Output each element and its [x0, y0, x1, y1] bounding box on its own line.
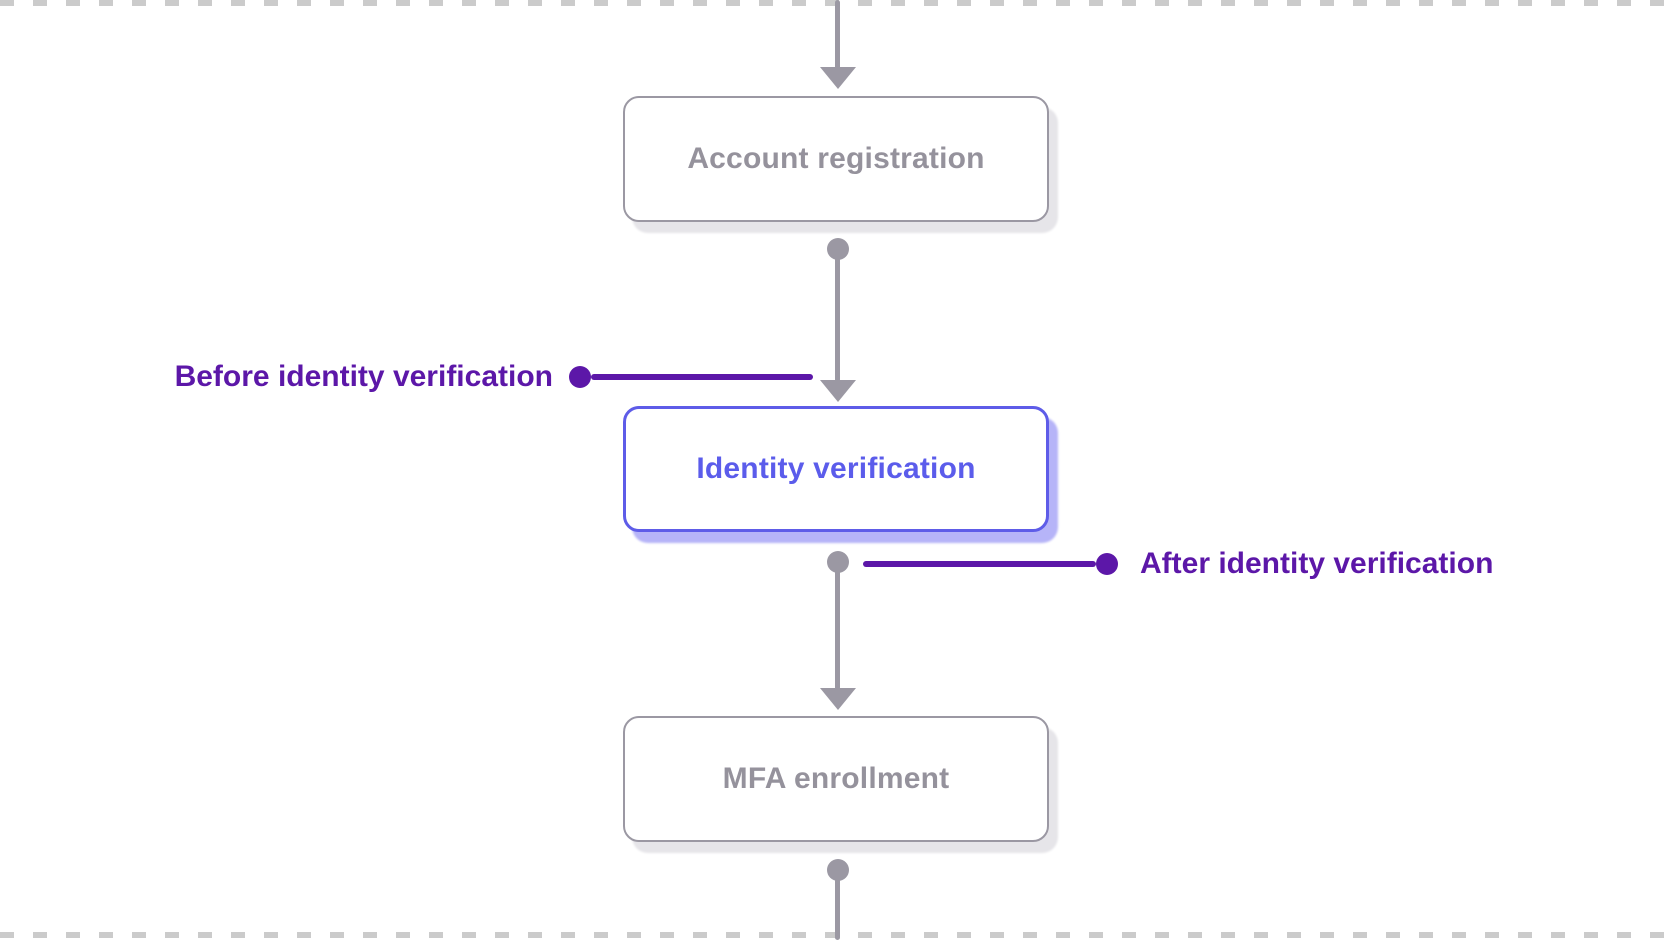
node-label: MFA enrollment: [722, 762, 950, 795]
connector-line: [835, 562, 840, 690]
dashed-border-top: [0, 0, 1666, 6]
annotation-after-identity-verification: After identity verification: [1140, 547, 1494, 580]
node-identity-verification: Identity verification: [623, 406, 1049, 532]
node-account-registration: Account registration: [623, 96, 1049, 222]
arrow-down-icon: [820, 688, 856, 710]
annotation-pointer-line: [863, 561, 1096, 567]
node-label: Account registration: [687, 142, 985, 175]
connector-line-top: [835, 0, 840, 70]
annotation-dot-icon: [1096, 553, 1118, 575]
arrow-down-icon: [820, 380, 856, 402]
annotation-dot-icon: [569, 366, 591, 388]
dashed-border-bottom: [0, 932, 1666, 938]
annotation-pointer-line: [591, 374, 813, 380]
node-label: Identity verification: [696, 452, 976, 485]
arrow-down-icon: [820, 67, 856, 89]
connector-line: [835, 249, 840, 382]
annotation-before-identity-verification: Before identity verification: [174, 360, 553, 393]
node-mfa-enrollment: MFA enrollment: [623, 716, 1049, 842]
connector-line-bottom: [835, 870, 840, 940]
